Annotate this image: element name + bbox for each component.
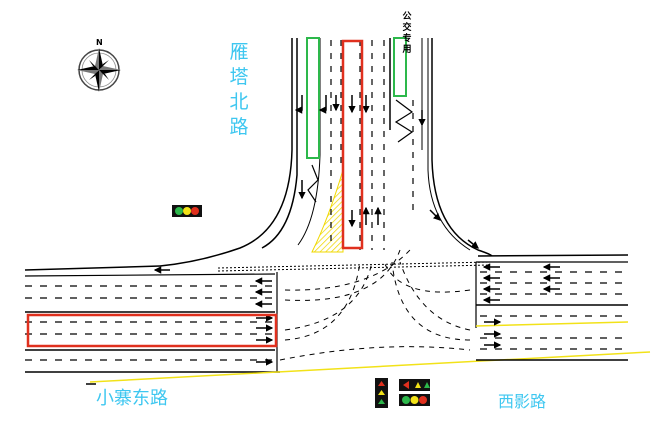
west-road xyxy=(24,265,651,383)
west-lane-arrows xyxy=(153,266,274,366)
stop-lines xyxy=(217,261,491,272)
north-signal-head xyxy=(172,205,202,217)
south-arrow-signal-vertical xyxy=(375,378,388,408)
south-light-signal xyxy=(399,394,430,406)
highlight-north-approach-lane xyxy=(341,39,364,250)
compass-rose-icon xyxy=(77,48,121,92)
highlight-west-approach-lane xyxy=(26,313,278,348)
north-medians xyxy=(306,37,407,159)
east-road xyxy=(475,254,629,361)
road-label-east: 西影路 xyxy=(498,392,547,411)
north-lane-lines xyxy=(330,40,414,250)
road-label-west: 小寨东路 xyxy=(96,388,168,409)
hatched-gore-area xyxy=(311,169,344,253)
bus-stop-zigzag xyxy=(307,99,414,203)
bus-lane-text: 公交专用 xyxy=(402,12,412,55)
compass-north-letter: N xyxy=(96,38,103,47)
turn-guide-lines xyxy=(279,249,471,361)
south-arrow-signal-horizontal xyxy=(399,379,430,391)
west-lane-lines xyxy=(25,285,275,361)
road-label-north: 雁塔北路 xyxy=(229,41,249,138)
east-lane-lines xyxy=(480,271,628,350)
east-lane-arrows xyxy=(482,263,560,349)
north-lane-arrows xyxy=(294,95,479,249)
